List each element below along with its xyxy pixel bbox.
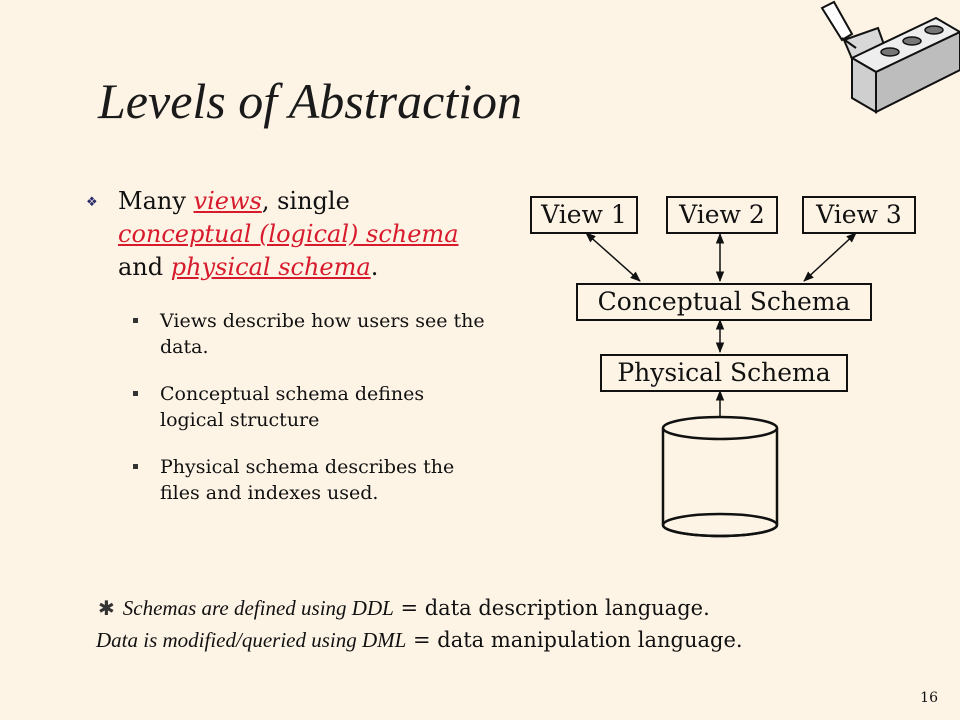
view3-box: View 3 <box>802 196 916 234</box>
view1-link-arrow <box>585 232 641 282</box>
square-bullet-icon <box>133 391 138 396</box>
physical-schema-box: Physical Schema <box>600 354 848 392</box>
view2-box: View 2 <box>666 196 778 234</box>
sub-bullet-list: Views describe how users see the data. C… <box>130 308 490 527</box>
main-bullet-text-1: Many <box>118 187 194 215</box>
sub-bullet-text: Physical schema describes the files and … <box>160 456 455 504</box>
square-bullet-icon <box>133 318 138 323</box>
sub-bullet-text: Views describe how users see the data. <box>160 310 485 358</box>
conceptual-schema-term: conceptual (logical) schema <box>118 220 459 248</box>
asterisk-icon: ✱ <box>98 596 115 620</box>
conceptual-schema-box: Conceptual Schema <box>576 283 872 321</box>
ddl-italic-text: Schemas are defined using DDL <box>122 596 394 620</box>
physical-schema-term: physical schema <box>170 253 371 281</box>
footnote-line-1: ✱ Schemas are defined using DDL = data de… <box>96 592 916 624</box>
main-bullet-text-2: , single <box>261 187 350 215</box>
main-bullet-text: Many views, single conceptual (logical) … <box>118 185 488 284</box>
views-term: views <box>193 187 262 215</box>
dml-definition-text: = data manipulation language. <box>406 628 743 652</box>
view3-link-arrow <box>803 232 857 282</box>
ddl-definition-text: = data description language. <box>393 596 710 620</box>
sub-bullet-item: Physical schema describes the files and … <box>130 454 490 506</box>
diamond-bullet-icon: ❖ <box>86 195 98 210</box>
square-bullet-icon <box>133 464 138 469</box>
page-number: 16 <box>920 690 938 706</box>
database-cylinder-icon <box>661 415 779 538</box>
main-bullet-text-4: . <box>370 253 379 281</box>
brick-and-trowel-icon <box>820 0 960 114</box>
sub-bullet-item: Views describe how users see the data. <box>130 308 490 360</box>
view1-box: View 1 <box>530 196 638 234</box>
dml-italic-text: Data is modified/queried using DML <box>96 628 407 652</box>
main-bullet-text-3: and <box>118 253 171 281</box>
slide-title: Levels of Abstraction <box>98 73 523 129</box>
footnote-line-2: Data is modified/queried using DML = dat… <box>96 624 916 656</box>
sub-bullet-item: Conceptual schema defines logical struct… <box>130 381 490 433</box>
sub-bullet-text: Conceptual schema defines logical struct… <box>160 383 425 431</box>
footnote: ✱ Schemas are defined using DDL = data de… <box>96 592 916 656</box>
